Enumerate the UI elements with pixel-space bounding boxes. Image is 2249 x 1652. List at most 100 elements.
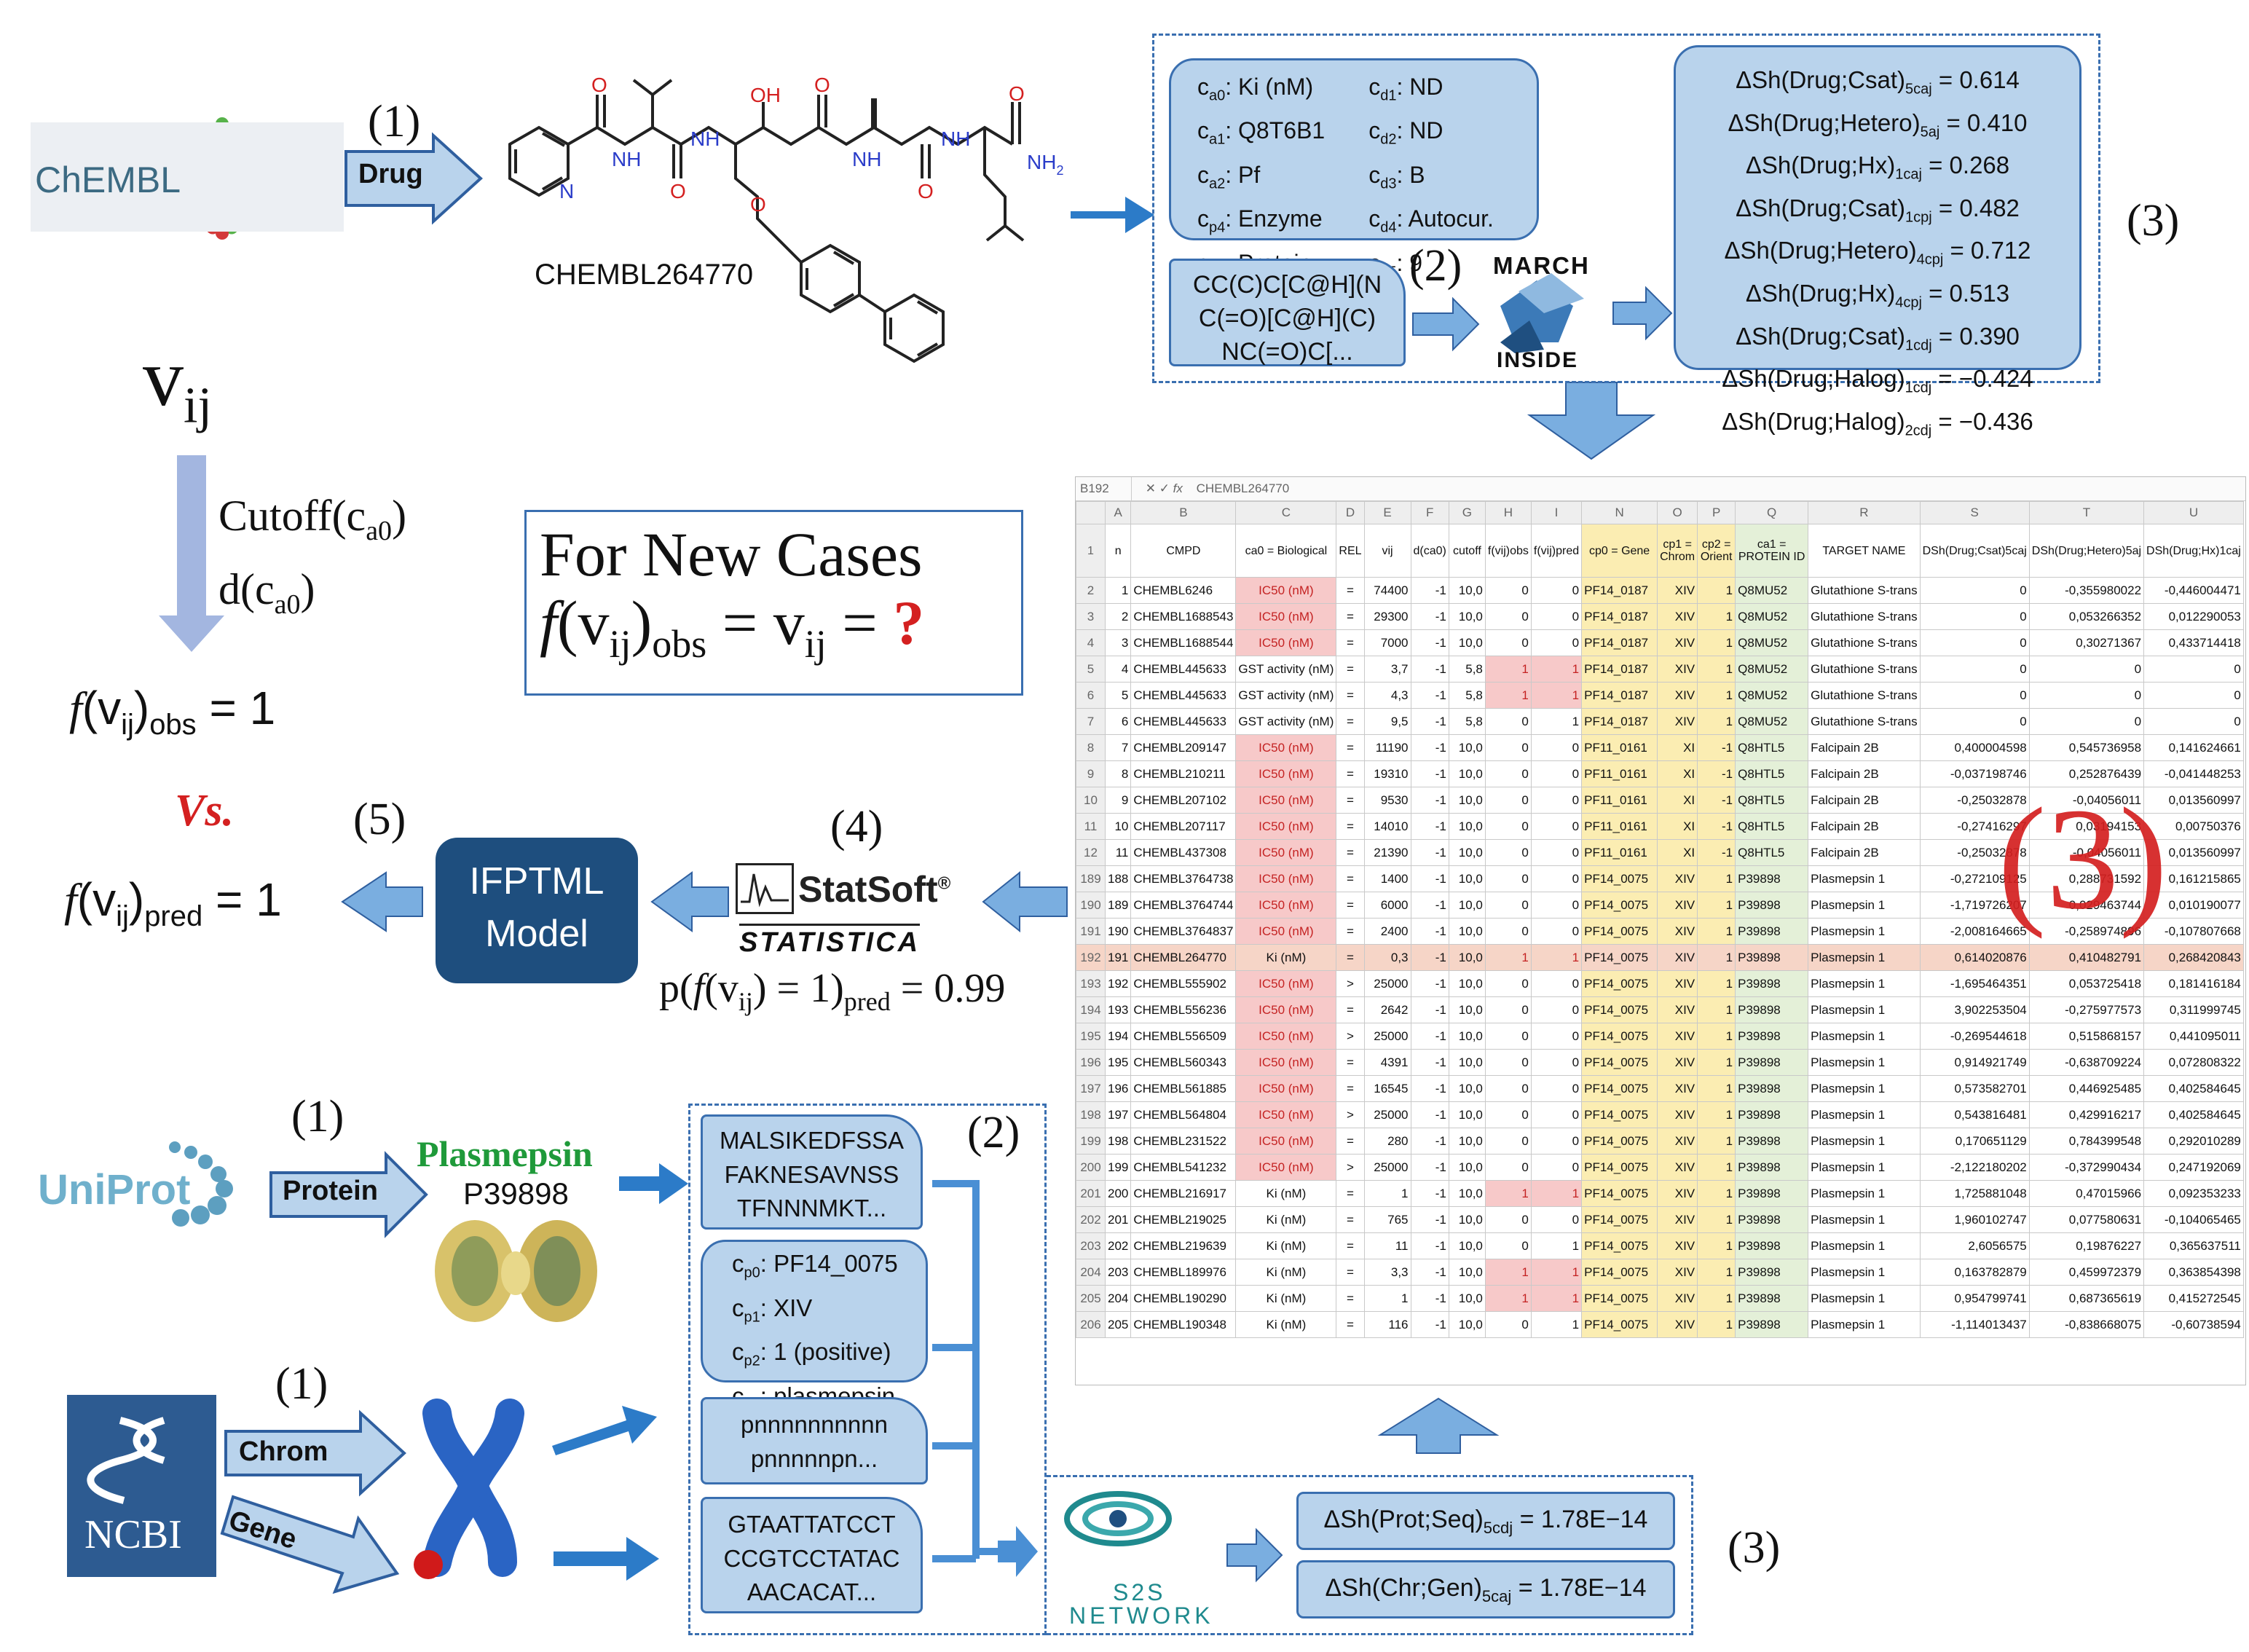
table-cell[interactable]: 19310 bbox=[1363, 760, 1411, 787]
table-cell[interactable]: 0 bbox=[1484, 865, 1532, 892]
table-cell[interactable]: 0,30271367 bbox=[2028, 629, 2145, 656]
table-cell[interactable]: XIV bbox=[1657, 970, 1698, 997]
table-cell[interactable]: XIV bbox=[1657, 1285, 1698, 1312]
table-cell[interactable]: 1 bbox=[1697, 1311, 1736, 1338]
row-number[interactable]: 196 bbox=[1076, 1049, 1106, 1076]
table-cell[interactable]: PF14_0075 bbox=[1581, 1259, 1658, 1286]
table-cell[interactable]: -1 bbox=[1410, 813, 1449, 840]
table-cell[interactable]: 0,053725418 bbox=[2028, 970, 2145, 997]
table-cell[interactable]: = bbox=[1336, 1311, 1365, 1338]
table-cell[interactable]: P39898 bbox=[1735, 918, 1809, 945]
table-cell[interactable]: -1 bbox=[1697, 760, 1736, 787]
table-cell[interactable]: Ki (nM) bbox=[1235, 1232, 1337, 1259]
table-cell[interactable]: 204 bbox=[1104, 1285, 1132, 1312]
table-cell[interactable]: 1 bbox=[1104, 577, 1132, 604]
table-cell[interactable]: -1 bbox=[1410, 918, 1449, 945]
table-cell[interactable]: IC50 (nM) bbox=[1235, 1049, 1337, 1076]
row-number[interactable]: 189 bbox=[1076, 865, 1106, 892]
table-cell[interactable]: 116 bbox=[1363, 1311, 1411, 1338]
table-cell[interactable]: -1 bbox=[1410, 656, 1449, 683]
table-cell[interactable]: 25000 bbox=[1363, 1101, 1411, 1128]
table-cell[interactable]: IC50 (nM) bbox=[1235, 1154, 1337, 1181]
table-cell[interactable]: IC50 (nM) bbox=[1235, 918, 1337, 945]
table-cell[interactable]: 0,400004598 bbox=[1919, 734, 2030, 761]
table-cell[interactable]: 1 bbox=[1363, 1285, 1411, 1312]
table-cell[interactable]: -1 bbox=[1410, 892, 1449, 919]
table-cell[interactable]: 0,292010289 bbox=[2143, 1128, 2244, 1155]
table-cell[interactable]: 0 bbox=[1484, 1206, 1532, 1233]
table-cell[interactable]: 0,363854398 bbox=[2143, 1259, 2244, 1286]
table-cell[interactable]: XIV bbox=[1657, 918, 1698, 945]
table-cell[interactable]: 0,402584645 bbox=[2143, 1075, 2244, 1102]
table-cell[interactable]: XIV bbox=[1657, 656, 1698, 683]
table-cell[interactable]: 1 bbox=[1697, 708, 1736, 735]
table-cell[interactable]: = bbox=[1336, 603, 1365, 630]
table-cell[interactable]: 21390 bbox=[1363, 839, 1411, 866]
table-cell[interactable]: -1 bbox=[1697, 787, 1736, 814]
table-cell[interactable]: 0,415272545 bbox=[2143, 1285, 2244, 1312]
table-cell[interactable]: 10,0 bbox=[1448, 970, 1486, 997]
table-cell[interactable]: 188 bbox=[1104, 865, 1132, 892]
table-cell[interactable]: Ki (nM) bbox=[1235, 1285, 1337, 1312]
row-number[interactable]: 200 bbox=[1076, 1154, 1106, 1181]
row-number[interactable]: 6 bbox=[1076, 682, 1106, 709]
table-cell[interactable]: 25000 bbox=[1363, 970, 1411, 997]
table-cell[interactable]: P39898 bbox=[1735, 1023, 1809, 1050]
table-cell[interactable]: P39898 bbox=[1735, 1075, 1809, 1102]
table-cell[interactable]: 10,0 bbox=[1448, 787, 1486, 814]
table-cell[interactable]: 203 bbox=[1104, 1259, 1132, 1286]
table-cell[interactable]: XIV bbox=[1657, 892, 1698, 919]
table-cell[interactable]: Falcipain 2B bbox=[1808, 813, 1921, 840]
table-cell[interactable]: -1 bbox=[1410, 1154, 1449, 1181]
table-cell[interactable]: > bbox=[1336, 1154, 1365, 1181]
table-cell[interactable]: 16545 bbox=[1363, 1075, 1411, 1102]
cell-reference[interactable]: B192 bbox=[1076, 477, 1132, 500]
table-cell[interactable]: 0 bbox=[1484, 918, 1532, 945]
table-cell[interactable]: 10,0 bbox=[1448, 839, 1486, 866]
table-cell[interactable]: IC50 (nM) bbox=[1235, 1023, 1337, 1050]
table-cell[interactable]: P39898 bbox=[1735, 1049, 1809, 1076]
table-cell[interactable]: Q8HTL5 bbox=[1735, 787, 1809, 814]
table-cell[interactable]: 10,0 bbox=[1448, 1285, 1486, 1312]
table-cell[interactable]: CHEMBL1688544 bbox=[1130, 629, 1237, 656]
table-cell[interactable]: 198 bbox=[1104, 1128, 1132, 1155]
table-cell[interactable]: 0 bbox=[1530, 892, 1583, 919]
table-cell[interactable]: XIV bbox=[1657, 682, 1698, 709]
table-cell[interactable]: -1 bbox=[1410, 787, 1449, 814]
table-cell[interactable]: 4,3 bbox=[1363, 682, 1411, 709]
table-cell[interactable]: Plasmepsin 1 bbox=[1808, 1285, 1921, 1312]
table-cell[interactable]: = bbox=[1336, 892, 1365, 919]
table-cell[interactable]: 10,0 bbox=[1448, 813, 1486, 840]
table-cell[interactable]: 10,0 bbox=[1448, 1049, 1486, 1076]
table-cell[interactable]: 0 bbox=[1530, 787, 1583, 814]
table-cell[interactable]: 0 bbox=[1484, 1049, 1532, 1076]
table-cell[interactable]: -0,04056011 bbox=[2028, 787, 2145, 814]
table-cell[interactable]: 7000 bbox=[1363, 629, 1411, 656]
table-cell[interactable]: -2,122180202 bbox=[1919, 1154, 2030, 1181]
table-cell[interactable]: 1 bbox=[1530, 1180, 1583, 1207]
table-cell[interactable]: = bbox=[1336, 1128, 1365, 1155]
table-cell[interactable]: GST activity (nM) bbox=[1235, 656, 1337, 683]
table-cell[interactable]: -0,838668075 bbox=[2028, 1311, 2145, 1338]
table-cell[interactable]: Plasmepsin 1 bbox=[1808, 1049, 1921, 1076]
table-cell[interactable]: P39898 bbox=[1735, 1232, 1809, 1259]
table-cell[interactable]: Ki (nM) bbox=[1235, 944, 1337, 971]
table-cell[interactable]: 1 bbox=[1697, 1049, 1736, 1076]
table-cell[interactable]: 10,0 bbox=[1448, 865, 1486, 892]
table-cell[interactable]: 0 bbox=[2143, 708, 2244, 735]
table-cell[interactable]: -1 bbox=[1410, 1049, 1449, 1076]
table-cell[interactable]: 1 bbox=[1697, 892, 1736, 919]
table-cell[interactable]: 0 bbox=[1484, 1154, 1532, 1181]
table-cell[interactable]: 0,543816481 bbox=[1919, 1101, 2030, 1128]
table-cell[interactable]: 9 bbox=[1104, 787, 1132, 814]
row-number[interactable]: 10 bbox=[1076, 787, 1106, 814]
table-cell[interactable]: = bbox=[1336, 708, 1365, 735]
table-cell[interactable]: 0 bbox=[2028, 708, 2145, 735]
row-number[interactable]: 1 bbox=[1076, 524, 1106, 578]
column-letter[interactable]: U bbox=[2143, 501, 2244, 524]
